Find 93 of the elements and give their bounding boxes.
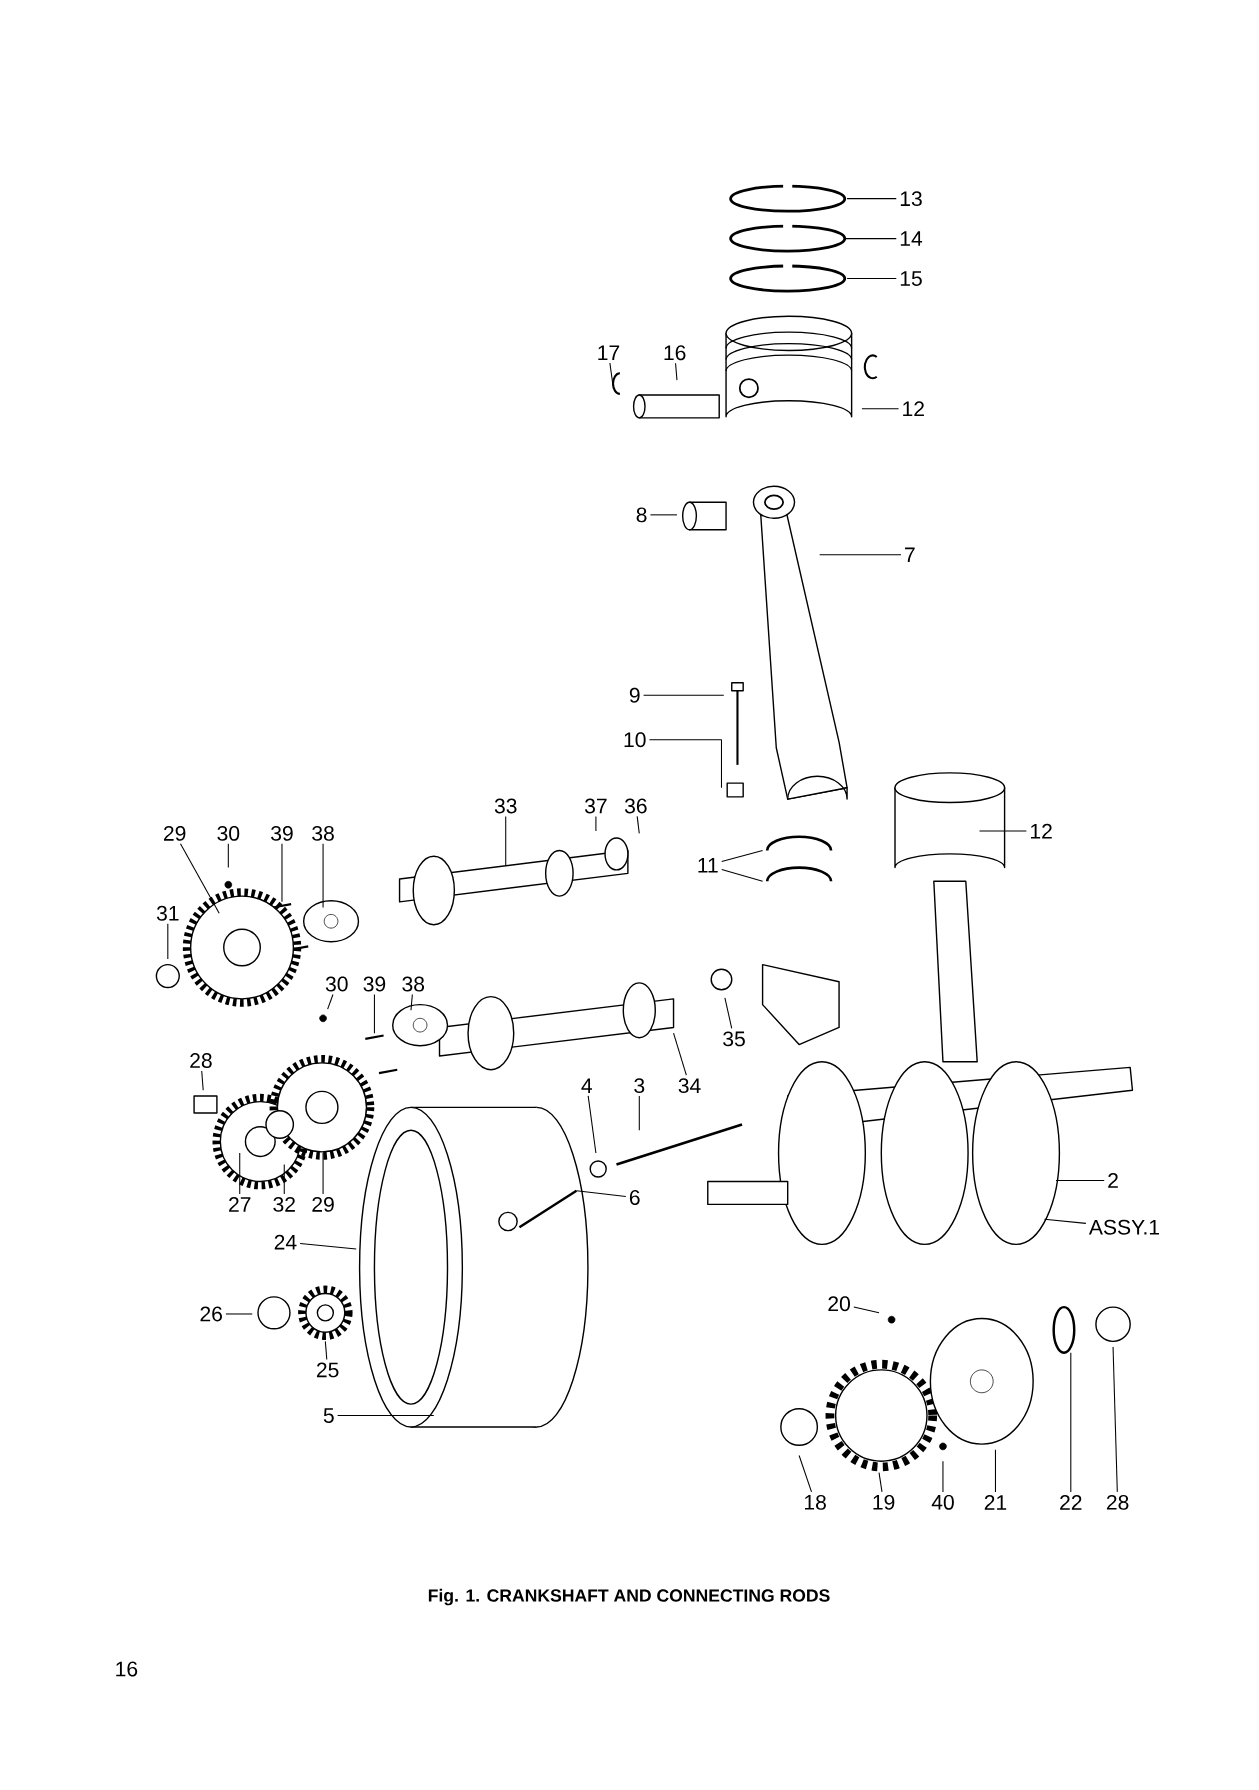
callout-number: 2 [1108, 1173, 1118, 1188]
leader-line [327, 994, 334, 1010]
leader-line [1043, 1218, 1087, 1224]
callout-number: 8 [636, 507, 647, 523]
callout-number: 38 [402, 976, 424, 992]
callout-number: 21 [984, 1495, 1007, 1510]
leader-line [819, 554, 902, 556]
callout-number: 20 [828, 1296, 850, 1312]
callout-number: 38 [312, 825, 334, 841]
leader-line [299, 1242, 357, 1250]
callout-number: 17 [598, 345, 620, 360]
callout-number: 22 [1060, 1495, 1082, 1510]
callout-number: 5 [323, 1408, 334, 1423]
leader-line [721, 868, 764, 882]
callout-number: 3 [634, 1078, 645, 1094]
callout-number: 10 [624, 732, 646, 748]
callout-number: 13 [900, 191, 922, 207]
leader-line [595, 815, 597, 832]
callout-number: 40 [931, 1494, 954, 1510]
callout-number: 27 [228, 1197, 251, 1212]
callout-number: 39 [270, 825, 293, 841]
page-number: 16 [116, 1661, 138, 1677]
leader-line [638, 1095, 640, 1131]
leader-line [281, 843, 283, 903]
leader-line [846, 278, 897, 280]
callout-number: 36 [624, 798, 647, 814]
figure-caption: Fig. 1. CRANKSHAFT AND CONNECTING RODS [428, 1588, 830, 1606]
leader-line [672, 1032, 687, 1076]
leader-line [636, 815, 640, 834]
callout-number: 24 [274, 1234, 297, 1250]
callout-number: 9 [629, 687, 640, 703]
callout-number: 30 [217, 825, 240, 841]
callout-number: 6 [629, 1190, 640, 1205]
callout-number: 12 [903, 401, 924, 417]
leader-line [1070, 1352, 1072, 1493]
leader-line [575, 1190, 627, 1197]
leader-line [410, 994, 413, 1011]
callout-number: 29 [163, 825, 186, 841]
leader-line [861, 408, 899, 410]
callout-number: 19 [873, 1494, 895, 1510]
leader-line [227, 843, 229, 869]
leader-line [994, 1449, 996, 1493]
leader-line [853, 1306, 880, 1314]
leader-line [283, 1163, 285, 1195]
leader-line [798, 1455, 812, 1493]
callout-number: 14 [900, 231, 922, 246]
leader-line [225, 1313, 253, 1315]
callout-number: 28 [1106, 1494, 1129, 1510]
callout-number: 15 [900, 271, 922, 286]
leader-line [609, 362, 614, 387]
callout-number: 16 [664, 345, 686, 361]
callout-number: 26 [200, 1306, 222, 1322]
leader-line [322, 1152, 324, 1195]
leader-line [846, 198, 897, 200]
callout-number: 37 [584, 798, 607, 814]
callout-number: 35 [723, 1031, 745, 1047]
leader-line [324, 1340, 328, 1360]
callout-number: 33 [494, 798, 517, 814]
leader-line [239, 1152, 241, 1195]
leader-line [978, 830, 1027, 832]
callout-number: 18 [804, 1494, 826, 1510]
leader-line [373, 994, 375, 1034]
callout-number: 4 [581, 1078, 592, 1093]
callout-number: 12 [1030, 823, 1052, 839]
leader-line [721, 849, 764, 863]
leader-line [337, 1415, 435, 1417]
leader-line [587, 1095, 597, 1154]
leader-line [649, 514, 678, 516]
callout-number: 7 [905, 547, 915, 563]
callout-number: 39 [363, 976, 386, 992]
callout-number: 11 [698, 858, 718, 873]
leader-line [505, 815, 507, 866]
leader-line [844, 238, 897, 240]
leader-line [167, 923, 169, 960]
leader-line [942, 1460, 944, 1493]
leader-line [878, 1472, 883, 1493]
leader-line [674, 362, 678, 381]
leader-line [1055, 1179, 1105, 1181]
leader-line [648, 739, 722, 789]
callout-number: 29 [312, 1196, 334, 1212]
callout-number: 30 [325, 976, 348, 992]
callout-number: 32 [273, 1196, 295, 1212]
callout-number: 28 [190, 1053, 212, 1068]
leader-line [724, 997, 733, 1029]
callout-number: 34 [678, 1078, 701, 1094]
callout-number: 31 [156, 905, 179, 921]
leader-line [201, 1070, 204, 1091]
leader-line [322, 843, 324, 909]
leader-line [1112, 1346, 1118, 1493]
leader-line [179, 843, 220, 914]
callout-number: ASSY.1 [1088, 1219, 1159, 1235]
leader-line [642, 694, 725, 696]
callout-number: 25 [316, 1362, 339, 1378]
